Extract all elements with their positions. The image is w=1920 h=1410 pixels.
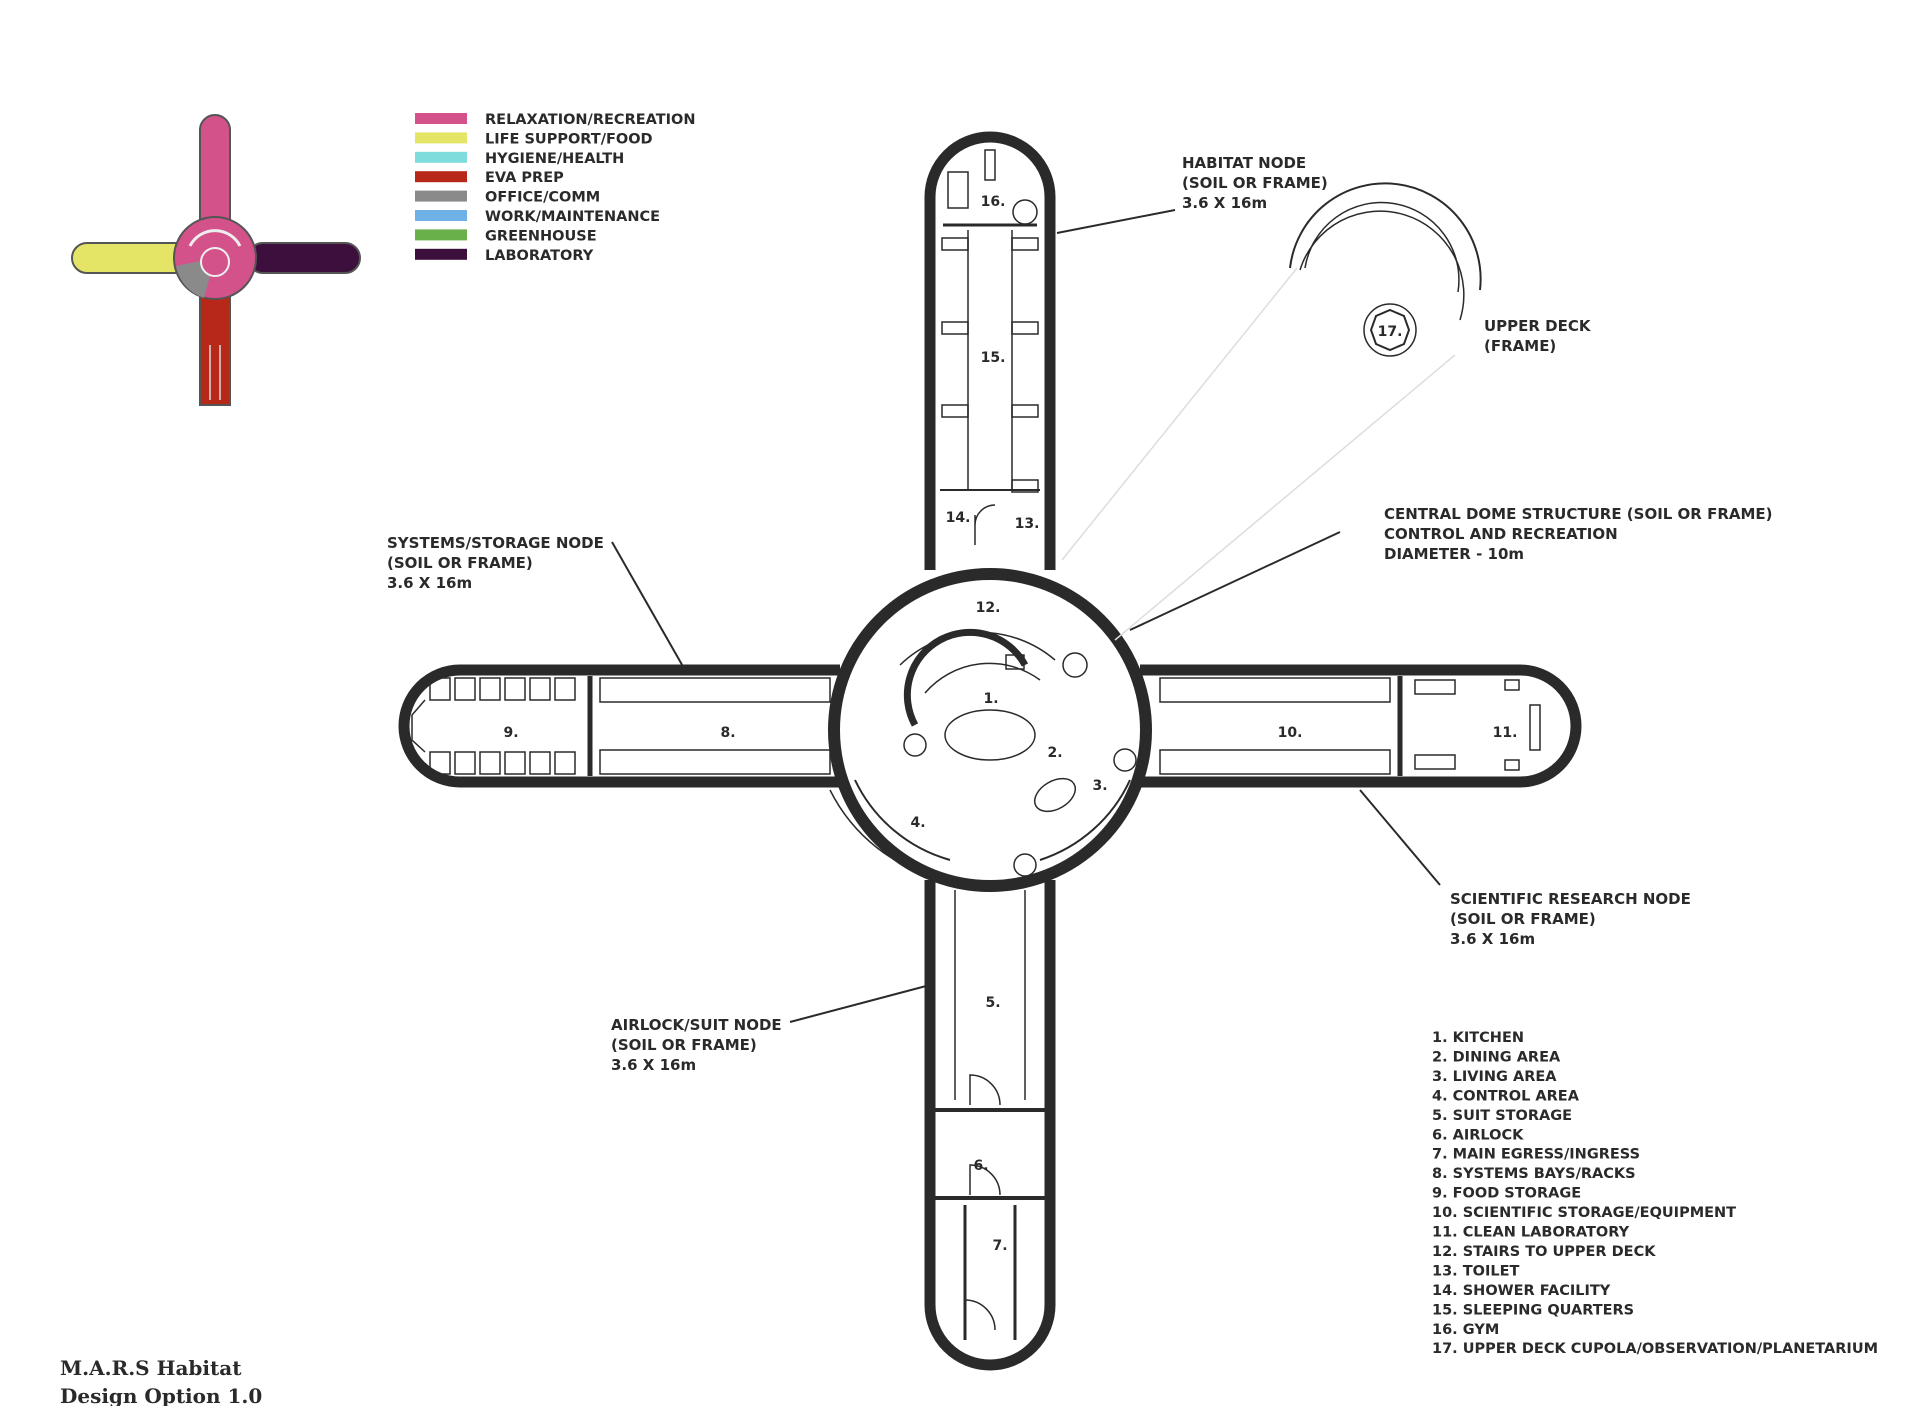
room-key-item: 14. SHOWER FACILITY xyxy=(1432,1283,1611,1299)
room-number-2: 2. xyxy=(1047,745,1062,761)
central-dome-wall xyxy=(828,568,1152,892)
room-number-9: 9. xyxy=(503,725,518,741)
room-key-item: 13. TOILET xyxy=(1432,1263,1519,1279)
legend-swatch xyxy=(415,132,467,144)
legend-label: OFFICE/COMM xyxy=(485,190,600,206)
room-key-item: 6. AIRLOCK xyxy=(1432,1127,1524,1143)
room-number-13: 13. xyxy=(1015,516,1040,532)
upper-deck-outline xyxy=(1299,210,1465,321)
room-number-labels: 1. 2. 3. 4. 5. 6. 7. 8. 9. 10. 11. 12. 13. 14. 15. 16. 1… xyxy=(503,194,1517,1254)
habitat-plan xyxy=(398,131,1582,1371)
legend-swatch xyxy=(415,113,467,124)
room-number-12: 12. xyxy=(976,600,1001,616)
room-key-item: 16. GYM xyxy=(1432,1322,1499,1338)
room-key-item: 7. MAIN EGRESS/INGRESS xyxy=(1432,1147,1640,1163)
room-number-15: 15. xyxy=(981,350,1006,366)
callout-airlock-line: 3.6 X 16m xyxy=(611,1056,696,1074)
callout-science-line: SCIENTIFIC RESEARCH NODE xyxy=(1450,890,1691,908)
callout-systems-line: 3.6 X 16m xyxy=(387,574,472,592)
room-number-3: 3. xyxy=(1092,778,1107,794)
callout-airlock-line: (SOIL OR FRAME) xyxy=(611,1036,757,1054)
room-key-item: 9. FOOD STORAGE xyxy=(1432,1186,1581,1202)
callout-habitat-line: (SOIL OR FRAME) xyxy=(1182,174,1328,192)
legend-label: HYGIENE/HEALTH xyxy=(485,151,624,167)
room-number-8: 8. xyxy=(720,725,735,741)
legend-label: GREENHOUSE xyxy=(485,228,597,244)
room-key-item: 3. LIVING AREA xyxy=(1432,1069,1557,1085)
callout-upper-deck-line: (FRAME) xyxy=(1484,337,1556,355)
legend-swatch xyxy=(415,210,467,221)
design-credit: M.A.R.S Habitat Design Option 1.0 xyxy=(60,1356,262,1408)
room-number-14: 14. xyxy=(946,510,971,526)
room-number-11: 11. xyxy=(1493,725,1518,741)
callout-upper-deck-line: UPPER DECK xyxy=(1484,317,1592,335)
color-overview-diagram xyxy=(71,114,361,406)
callout-habitat-line: HABITAT NODE xyxy=(1182,154,1306,172)
room-key-item: 10. SCIENTIFIC STORAGE/EQUIPMENT xyxy=(1432,1205,1736,1221)
room-number-4: 4. xyxy=(910,815,925,831)
callout-central-line: CONTROL AND RECREATION xyxy=(1384,525,1618,543)
legend-label: LABORATORY xyxy=(485,248,594,264)
room-key-item: 17. UPPER DECK CUPOLA/OBSERVATION/PLANET… xyxy=(1432,1341,1878,1357)
leader-lines xyxy=(611,209,1441,1023)
legend-swatch xyxy=(415,151,467,163)
room-number-10: 10. xyxy=(1278,725,1303,741)
callout-systems-line: SYSTEMS/STORAGE NODE xyxy=(387,534,604,552)
science-node-wall xyxy=(1140,664,1582,788)
callout-science-line: 3.6 X 16m xyxy=(1450,930,1535,948)
room-number-1: 1. xyxy=(983,691,998,707)
room-key-item: 2. DINING AREA xyxy=(1432,1049,1561,1065)
legend-swatch xyxy=(415,190,467,202)
callout-science-line: (SOIL OR FRAME) xyxy=(1450,910,1596,928)
legend-swatch xyxy=(415,171,467,183)
callout-systems-line: (SOIL OR FRAME) xyxy=(387,554,533,572)
callout-central-line: DIAMETER - 10m xyxy=(1384,545,1524,563)
credit-title: M.A.R.S Habitat xyxy=(60,1356,242,1380)
room-number-5: 5. xyxy=(985,995,1000,1011)
legend-swatch xyxy=(415,248,467,260)
callout-labels: HABITAT NODE(SOIL OR FRAME)3.6 X 16mUPPE… xyxy=(387,154,1773,1074)
airlock-node-wall xyxy=(924,880,1056,1371)
legend-label: WORK/MAINTENANCE xyxy=(485,209,660,225)
habitat-node-wall xyxy=(924,131,1056,570)
callout-central-line: CENTRAL DOME STRUCTURE (SOIL OR FRAME) xyxy=(1384,505,1773,523)
room-number-17: 17. xyxy=(1378,324,1403,340)
room-key-item: 4. CONTROL AREA xyxy=(1432,1088,1580,1104)
color-legend: RELAXATION/RECREATION LIFE SUPPORT/FOOD HY… xyxy=(415,112,695,264)
systems-node-wall xyxy=(398,664,840,788)
room-key-item: 5. SUIT STORAGE xyxy=(1432,1108,1572,1124)
legend-label: RELAXATION/RECREATION xyxy=(485,112,695,128)
room-number-6: 6. xyxy=(973,1158,988,1174)
room-key-item: 12. STAIRS TO UPPER DECK xyxy=(1432,1244,1656,1260)
room-key-item: 11. CLEAN LABORATORY xyxy=(1432,1225,1630,1241)
room-key-item: 15. SLEEPING QUARTERS xyxy=(1432,1302,1634,1318)
room-key-list: 1. KITCHEN 2. DINING AREA 3. LIVING AREA 4.… xyxy=(1432,1030,1878,1357)
credit-subtitle: Design Option 1.0 xyxy=(60,1384,262,1406)
callout-habitat-line: 3.6 X 16m xyxy=(1182,194,1267,212)
room-key-item: 8. SYSTEMS BAYS/RACKS xyxy=(1432,1166,1636,1182)
room-number-16: 16. xyxy=(981,194,1006,210)
room-key-item: 1. KITCHEN xyxy=(1432,1030,1524,1046)
room-number-7: 7. xyxy=(992,1238,1007,1254)
legend-label: LIFE SUPPORT/FOOD xyxy=(485,131,653,147)
kitchen-counter xyxy=(903,628,1029,727)
callout-airlock-line: AIRLOCK/SUIT NODE xyxy=(611,1016,782,1034)
legend-swatch xyxy=(415,229,467,241)
legend-label: EVA PREP xyxy=(485,170,564,186)
